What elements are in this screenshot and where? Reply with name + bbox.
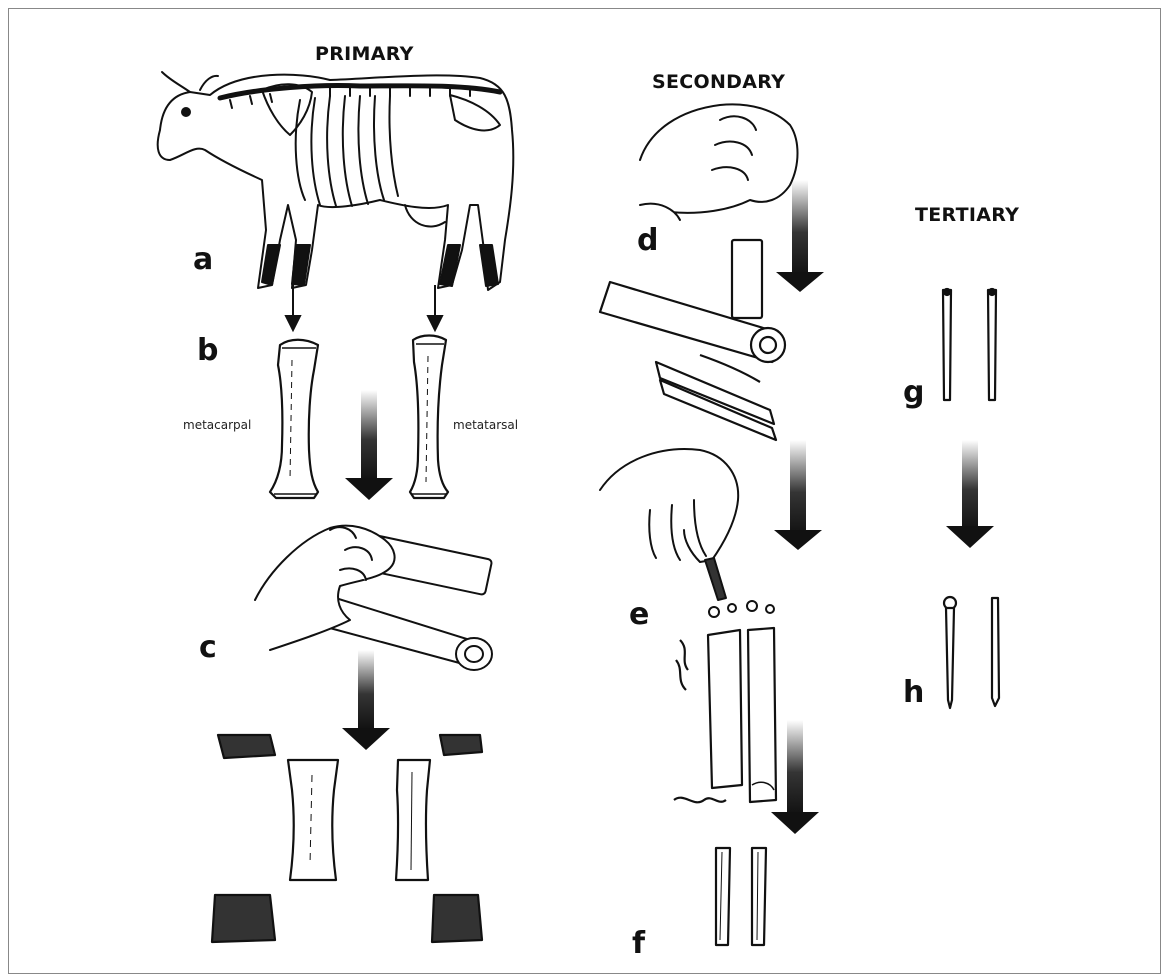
step-letter-a: a [193, 242, 213, 277]
step-letter-c: c [199, 630, 217, 665]
step-letter-f: f [632, 926, 645, 961]
metatarsal-bone-illustration [410, 336, 448, 499]
stage-heading-secondary: SECONDARY [652, 71, 785, 93]
bone-label-metatarsal: metatarsal [453, 418, 518, 432]
bone-rod-blanks-illustration [716, 848, 766, 945]
sawn-bone-pieces-illustration [212, 735, 482, 942]
grooved-bone-tube-illustration [600, 240, 785, 440]
process-arrow-d-to-grooved [776, 180, 824, 292]
small-arrow-left [286, 285, 300, 330]
hand-grooving-bone-illustration [640, 104, 798, 220]
stage-heading-tertiary: TERTIARY [915, 204, 1019, 226]
small-arrow-right [428, 285, 442, 330]
hand-sawing-bone-illustration [255, 526, 492, 670]
step-letter-h: h [903, 675, 924, 710]
process-arrow-e-to-f [771, 720, 819, 834]
finished-pins-illustration [944, 597, 999, 708]
process-arrow-grooved-to-e [774, 440, 822, 550]
step-letter-g: g [903, 375, 924, 410]
roughed-pins-illustration [943, 289, 996, 400]
step-letter-d: d [637, 223, 658, 258]
process-arrow-g-to-h [946, 440, 994, 548]
metacarpal-bone-illustration [270, 340, 318, 498]
split-bone-blanks-illustration [674, 628, 776, 802]
stage-heading-primary: PRIMARY [315, 43, 414, 65]
step-letter-e: e [629, 597, 649, 632]
process-arrow-b-to-c [345, 390, 393, 500]
step-letter-b: b [197, 333, 218, 368]
hand-with-chisel-illustration [600, 449, 774, 617]
process-arrow-c-to-pieces [342, 650, 390, 750]
bone-label-metacarpal: metacarpal [183, 418, 251, 432]
